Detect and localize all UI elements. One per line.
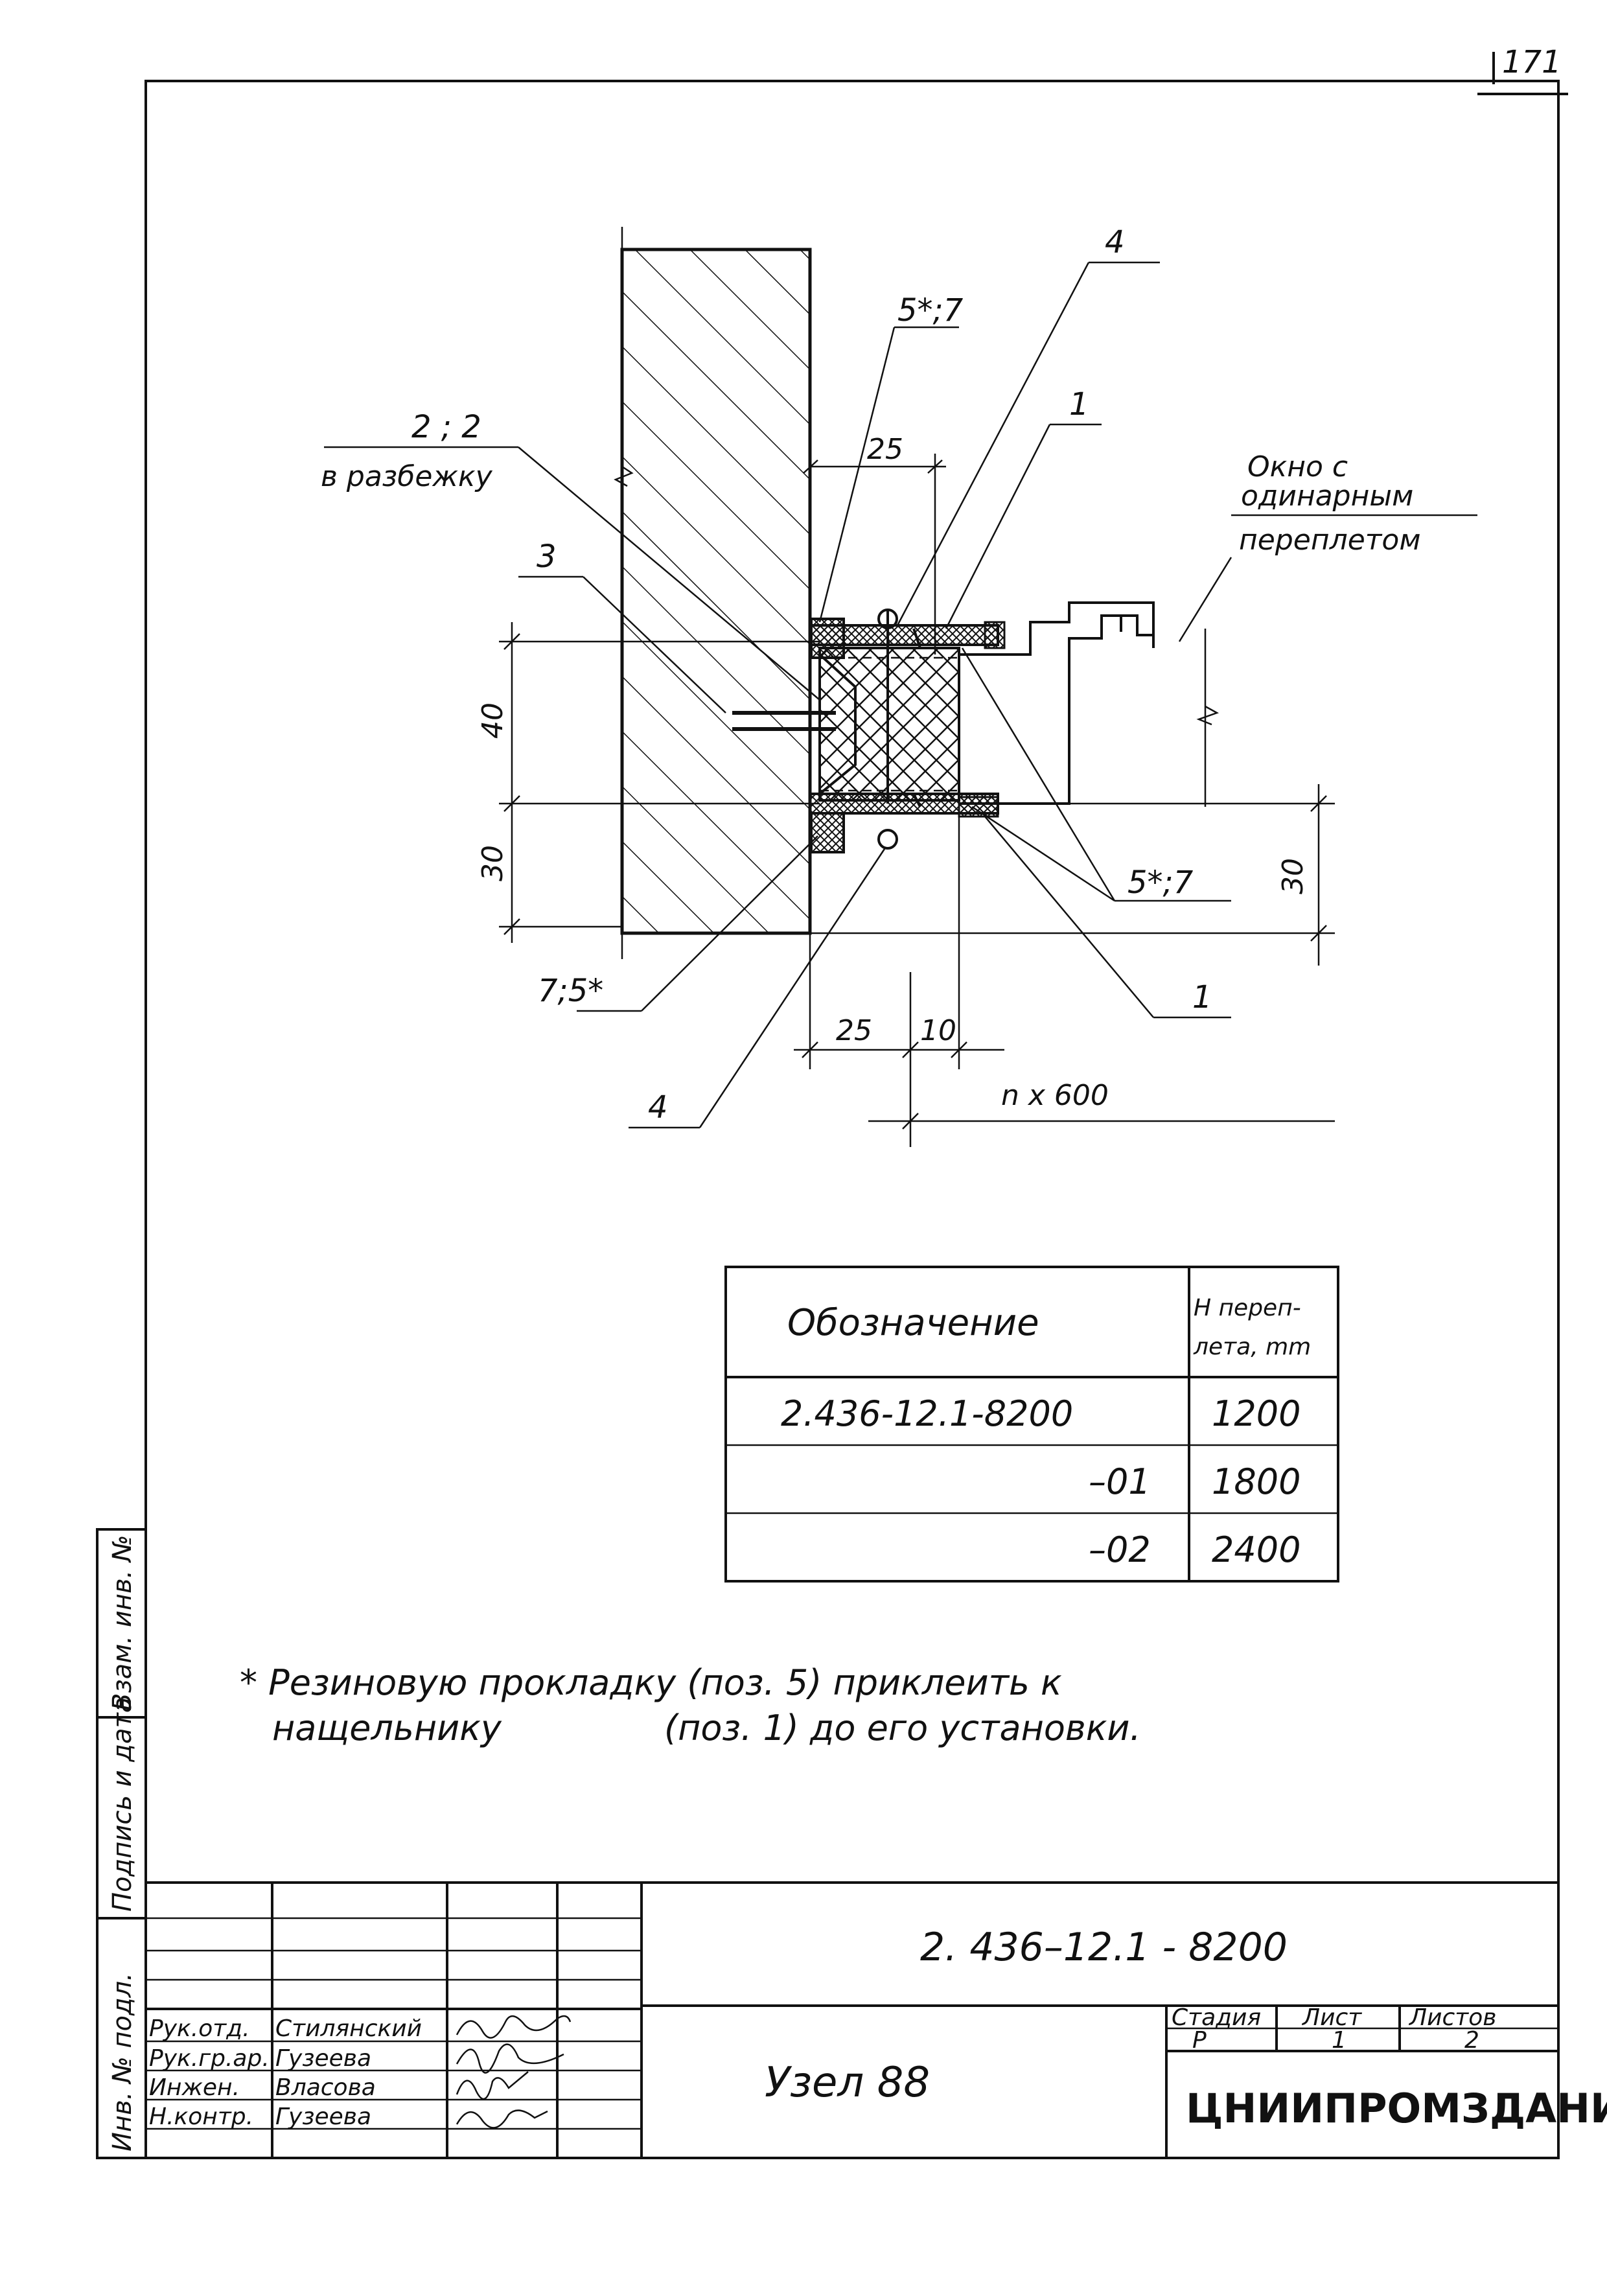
side-stamp-sign-date: Подпись и дата <box>108 1697 137 1912</box>
signer-role: Рук.гр.ар. <box>149 2045 270 2072</box>
wall-section <box>620 248 812 935</box>
callout-22-sub: в разбежку <box>321 460 493 493</box>
side-stamp: Взам. инв. № Подпись и дата Инв. № подл. <box>96 1528 147 2159</box>
table-header-height-1: H переп- <box>1194 1295 1301 1321</box>
callout-57-right: 5*;7 <box>1127 864 1194 901</box>
table-row-designation: 2.436-12.1-8200 <box>781 1393 1073 1434</box>
side-stamp-inv-dup: Взам. инв. № <box>108 1535 137 1711</box>
callout-4-top: 4 <box>1105 224 1125 261</box>
stage-value: Р <box>1192 2027 1207 2054</box>
gasket-bottom <box>810 812 845 853</box>
side-stamp-inv-orig: Инв. № подл. <box>108 1973 137 2151</box>
dim-n600: n x 600 <box>1001 1079 1109 1112</box>
table-row-height: 2400 <box>1212 1529 1301 1570</box>
callout-57-top: 5*;7 <box>897 292 964 329</box>
table-row-designation: –02 <box>1089 1529 1151 1570</box>
signer-name: Власова <box>275 2074 376 2101</box>
signer-role: Рук.отд. <box>149 2015 250 2042</box>
signer-name: Гузеева <box>275 2104 371 2130</box>
section-drawing: 25 40 30 30 25 10 n x 600 4 <box>321 224 1477 1147</box>
signature <box>456 2109 548 2129</box>
window-label-3: переплетом <box>1239 524 1421 557</box>
table-row-height: 1200 <box>1212 1393 1301 1434</box>
signature <box>456 2015 572 2039</box>
title-block: 2. 436–12.1 - 8200 Узел 88 Стадия Лист Л… <box>146 1881 1607 2158</box>
page-number: 171 <box>1492 44 1562 84</box>
sheet-value: 1 <box>1332 2027 1347 2054</box>
callout-3: 3 <box>537 539 557 575</box>
signer-role: Н.контр. <box>149 2104 253 2130</box>
callout-1-bottom: 1 <box>1192 979 1212 1015</box>
callout-4-bottom: 4 <box>648 1089 668 1126</box>
organization: ЦНИИПРОМЗДАНИЙ <box>1186 2085 1607 2132</box>
footnote: * Резиновую прокладку (поз. 5) приклеить… <box>240 1662 1141 1748</box>
spec-table: Обозначение H переп- лета, mm 2.436-12.1… <box>724 1266 1339 1583</box>
note-line-2b: (поз. 1) до его установки. <box>664 1708 1141 1748</box>
signer-name: Гузеева <box>275 2045 371 2072</box>
signer-name: Стилянский <box>275 2015 422 2042</box>
drawing-title: Узел 88 <box>765 2059 930 2107</box>
table-header-designation: Обозначение <box>787 1302 1039 1344</box>
note-line-2: нащельнику <box>272 1708 502 1748</box>
table-row-designation: –01 <box>1089 1461 1151 1502</box>
stage-label: Стадия <box>1172 2004 1261 2031</box>
dim-30-right: 30 <box>1277 858 1310 894</box>
window-frame-profile <box>959 601 1155 805</box>
sheets-value: 2 <box>1464 2027 1479 2054</box>
signer-role: Инжен. <box>149 2074 240 2101</box>
dim-25-bottom: 25 <box>836 1014 872 1047</box>
sheets-label: Листов <box>1408 2004 1496 2031</box>
signature <box>456 2071 529 2100</box>
table-row-height: 1800 <box>1212 1461 1301 1502</box>
dim-10: 10 <box>920 1014 956 1047</box>
doc-code: 2. 436–12.1 - 8200 <box>920 1925 1288 1970</box>
dim-40: 40 <box>476 702 509 739</box>
callout-75: 7;5* <box>538 973 603 1009</box>
signature <box>456 2043 564 2074</box>
dim-30-left: 30 <box>476 845 509 881</box>
sheet-label: Лист <box>1301 2004 1362 2031</box>
callout-22: 2 ; 2 <box>411 409 481 445</box>
window-label-1: Окно с <box>1247 450 1348 483</box>
page-number-text: 171 <box>1502 44 1562 80</box>
table-header-height-2: лета, mm <box>1193 1334 1311 1360</box>
drawing-frame <box>145 80 1560 2159</box>
callout-1-top: 1 <box>1069 386 1089 423</box>
dim-25-top: 25 <box>867 433 903 466</box>
note-line-1: * Резиновую прокладку (поз. 5) приклеить… <box>240 1662 1062 1703</box>
window-label-2: одинарным <box>1241 480 1413 513</box>
